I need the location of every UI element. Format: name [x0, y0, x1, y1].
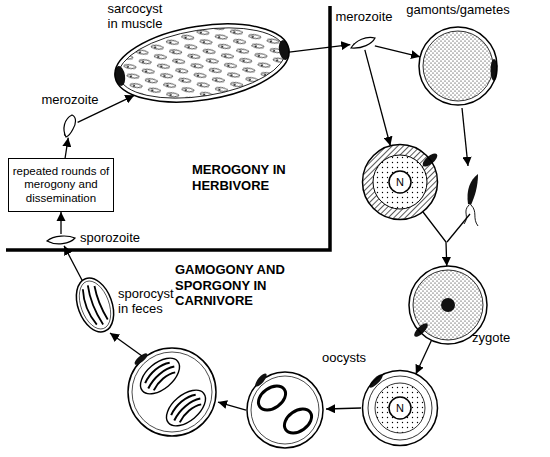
stage-label: zygote: [472, 331, 532, 346]
node-outline: [62, 114, 78, 138]
sporocyst-wall: [160, 383, 212, 432]
cycle-arrow: [365, 50, 391, 146]
stage-outline: [419, 27, 497, 105]
cycle-arrow: [375, 46, 420, 57]
host-nucleus: [133, 352, 149, 367]
cycle-arrow: [60, 212, 61, 234]
stage-label: merozoite: [332, 10, 396, 25]
stage-label: sarcocyst in muscle: [104, 2, 166, 32]
stage-label: sporocyst in feces: [118, 287, 176, 317]
cycle-arrow: [64, 246, 82, 281]
sporozoite-shape: [172, 396, 200, 421]
nucleus-label: N: [362, 144, 438, 220]
host-nucleus: [254, 372, 269, 388]
cycle-arrow: [416, 340, 432, 374]
oocyst-wall: [128, 348, 216, 436]
zoite-outline: [47, 236, 75, 244]
microgamete: [467, 174, 478, 205]
section-title: GAMOGONY AND SPORGONY IN CARNIVORE: [175, 262, 300, 309]
macrogamete-stage: N: [362, 144, 438, 220]
merozoite-stage: merozoite: [350, 36, 376, 50]
stage-outline: [363, 371, 438, 446]
sporocyst-inner-wall: [73, 277, 116, 334]
nucleus-label: N: [362, 370, 438, 446]
node-outline: [418, 26, 498, 106]
stage-label: merozoite: [38, 93, 102, 108]
zygote-interior: [413, 270, 483, 340]
stage-outline: [363, 145, 438, 220]
process-box: repeated rounds of merogony and dissemin…: [8, 158, 114, 212]
merozoite-stage: merozoite: [62, 114, 78, 138]
zoite-outline: [64, 115, 76, 137]
zygote-stage: zygote: [408, 265, 488, 345]
node-outline: [112, 24, 292, 102]
stage-label: gamonts/gametes: [400, 3, 516, 18]
sporozoite-shape: [152, 370, 175, 390]
sporozoite-stage: sporozoite: [46, 234, 76, 246]
sporocyst-in-oocyst: [160, 383, 212, 432]
sporozoite-shape: [93, 286, 107, 321]
sporocyst-detail: [73, 277, 116, 334]
stage-outline: [69, 273, 120, 337]
merge-line: [447, 214, 470, 242]
sarcocyst-stage: sarcocyst in muscle: [112, 24, 292, 102]
oocyst-wall: [247, 372, 323, 448]
stage-label: sporozoite: [80, 231, 152, 246]
sporozoite-shape: [169, 392, 196, 415]
oocyst-inner-wall: [132, 352, 212, 432]
host-divider: [6, 6, 330, 250]
stage-arrow: [462, 108, 468, 166]
stage-label: oocysts: [322, 350, 382, 366]
sporozoite-shape: [143, 360, 170, 383]
gamont-interior: [423, 31, 493, 101]
cycle-arrow: [289, 45, 350, 53]
oocyst-inner-wall: [251, 376, 319, 444]
host-nucleus: [412, 321, 430, 339]
node-outline: [350, 36, 376, 50]
sporocyst-stage: sporocyst in feces: [76, 275, 114, 335]
macrogamete-wall: [363, 145, 437, 219]
box-text: repeated rounds of merogony and dissemin…: [9, 159, 113, 211]
stage-arrow: [218, 402, 246, 410]
sporozoite-shape: [178, 402, 201, 422]
zygote-nucleus: [441, 298, 455, 312]
cycle-arrow: [65, 138, 68, 158]
sporozoite-shape: [146, 364, 174, 389]
zoite-outline: [351, 37, 375, 48]
sporoblast: [254, 381, 290, 415]
section-title: MEROGONY IN HERBIVORE: [192, 162, 304, 193]
stage-arrow: [326, 408, 361, 409]
gamont-stage: gamonts/gametes: [418, 26, 498, 106]
oocyst-stage: N: [362, 370, 438, 446]
stage-arrow: [110, 333, 142, 356]
node-outline: [46, 234, 76, 246]
sarcocyst-interior: [114, 17, 290, 108]
flagellum: [471, 205, 478, 226]
sporoblast: [280, 404, 316, 438]
cycle-arrow: [78, 95, 135, 122]
cycle-arrow: [423, 212, 447, 266]
node-outline: [76, 275, 114, 335]
